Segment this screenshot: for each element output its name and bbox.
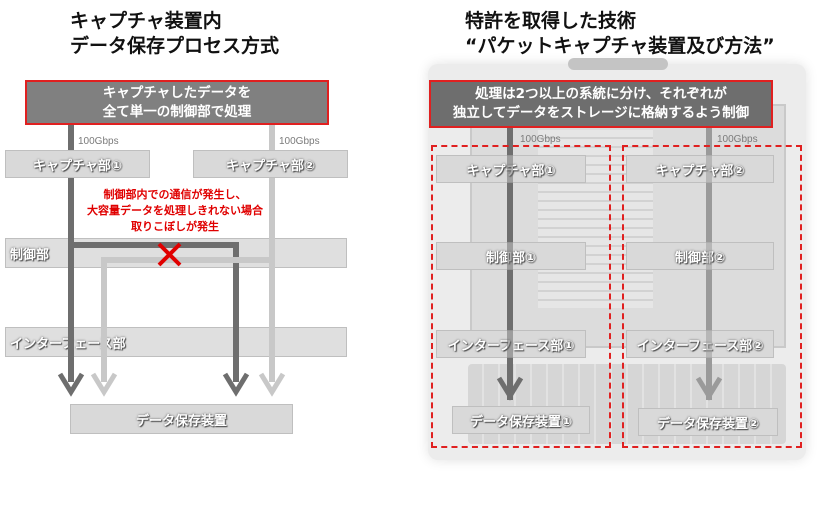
right-bandwidth-2: 100Gbps	[717, 134, 758, 145]
left-capture-unit-1: キャプチャ部①	[5, 150, 150, 178]
right-storage-unit-2: データ保存装置②	[638, 408, 778, 436]
left-interface-unit: インターフェース部	[5, 327, 347, 357]
left-title-line1: キャプチャ装置内	[70, 10, 222, 32]
right-title-line1: 特許を取得した技術	[465, 10, 637, 32]
left-arrow-2	[90, 372, 118, 397]
device-handle	[568, 58, 668, 70]
right-system-group-1	[431, 145, 611, 448]
right-title-line2: “パケットキャプチャ装置及び方法”	[465, 35, 775, 57]
left-bandwidth-1: 100Gbps	[78, 136, 119, 147]
left-bandwidth-2: 100Gbps	[279, 136, 320, 147]
right-header-line1: 処理は2つ以上の系統に分け、それぞれが	[475, 86, 727, 102]
left-arrow-1	[57, 372, 85, 397]
right-header-line2: 独立してデータをストレージに格納するよう制御	[452, 105, 750, 121]
right-system-group-2	[622, 145, 802, 448]
left-header-line1: キャプチャしたデータを	[102, 84, 252, 101]
right-arrow-1	[496, 376, 524, 401]
left-warning-line1: 制御部内での通信が発生し、	[103, 188, 247, 201]
left-header-box: キャプチャしたデータを 全て単一の制御部で処理	[25, 80, 329, 125]
right-arrow-2	[695, 376, 723, 401]
left-warning-text: 制御部内での通信が発生し、 大容量データを処理しきれない場合 取りこぼしが発生	[75, 187, 275, 235]
left-header-line2: 全て単一の制御部で処理	[102, 103, 252, 120]
left-arrow-4	[258, 372, 286, 397]
left-warning-line3: 取りこぼしが発生	[131, 220, 219, 233]
left-capture-unit-2: キャプチャ部②	[193, 150, 348, 178]
right-header-box: 処理は2つ以上の系統に分け、それぞれが 独立してデータをストレージに格納するよう…	[429, 80, 773, 128]
right-storage-unit-1: データ保存装置①	[452, 406, 590, 434]
device-photo	[428, 58, 806, 460]
right-capture-unit-2: キャプチャ部②	[626, 155, 774, 183]
left-warning-line2: 大容量データを処理しきれない場合	[87, 204, 263, 217]
left-storage-unit: データ保存装置	[70, 404, 293, 434]
right-interface-unit-2: インターフェース部②	[626, 330, 774, 358]
left-title-line2: データ保存プロセス方式	[70, 35, 280, 57]
right-control-unit-2: 制御部②	[626, 242, 774, 270]
left-arrow-3	[222, 372, 250, 397]
x-mark-icon	[157, 242, 182, 267]
right-bandwidth-1: 100Gbps	[520, 134, 561, 145]
device-screen	[470, 104, 786, 348]
